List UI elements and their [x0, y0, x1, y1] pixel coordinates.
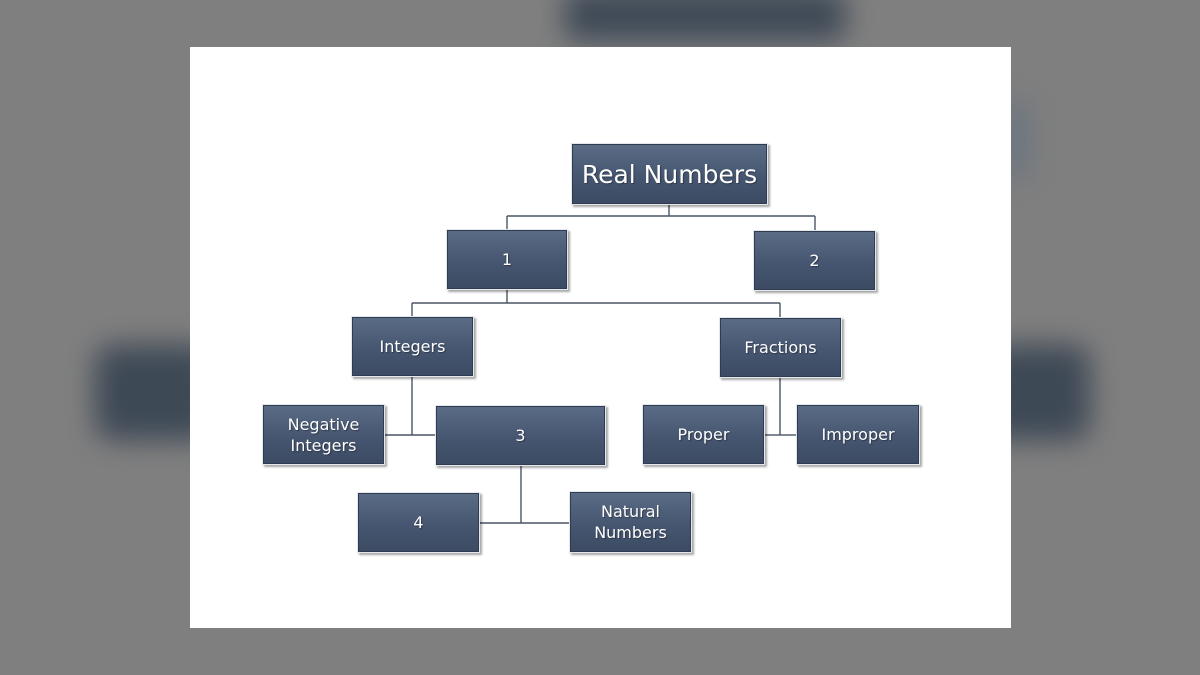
backdrop-blur-top: [565, 0, 845, 40]
node-fractions: Fractions: [719, 317, 842, 378]
node-proper: Proper: [642, 404, 765, 465]
node-improper: Improper: [796, 404, 920, 465]
node-real-numbers: Real Numbers: [571, 143, 768, 205]
connector-lines: [385, 205, 816, 524]
node-1: 1: [446, 229, 568, 290]
node-4: 4: [357, 492, 480, 553]
node-integers: Integers: [351, 316, 474, 377]
node-3: 3: [435, 405, 606, 466]
node-natural-numbers: Natural Numbers: [569, 491, 692, 553]
node-negative-integers: Negative Integers: [262, 404, 385, 465]
node-2: 2: [753, 230, 876, 291]
diagram-slide: Real Numbers 1 2 Integers Fractions Nega…: [190, 47, 1011, 628]
